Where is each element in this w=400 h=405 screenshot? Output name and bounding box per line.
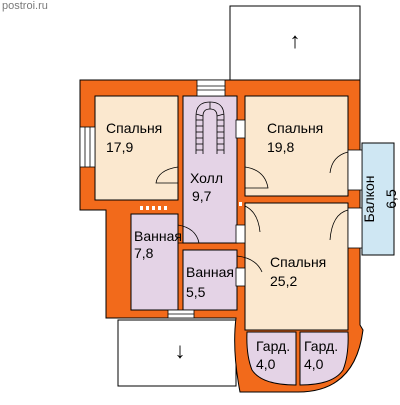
bedroom-2-label: Спальня xyxy=(267,120,323,136)
bathroom-1-area: 7,8 xyxy=(134,245,154,261)
room-bedroom-2 xyxy=(244,95,349,197)
wardrobe-1-area: 4,0 xyxy=(256,356,276,372)
hall-area: 9,7 xyxy=(192,188,212,204)
lower-porch xyxy=(117,319,237,387)
door-swings xyxy=(155,151,349,273)
bathroom-1-label: Ванная xyxy=(134,228,182,244)
room-wardrobe-1 xyxy=(246,331,297,386)
down-arrow: ↓ xyxy=(175,338,186,363)
upper-terrace xyxy=(229,5,361,87)
room-bathroom-2 xyxy=(182,249,238,311)
wardrobe-2-area: 4,0 xyxy=(304,356,324,372)
watermark: postroi.ru xyxy=(2,0,48,12)
vent-marks xyxy=(140,202,242,210)
room-hall xyxy=(182,95,238,244)
balcony xyxy=(361,142,395,256)
room-bathroom-1 xyxy=(130,213,179,311)
room-bedroom-3 xyxy=(244,202,349,331)
bedroom-1-label: Спальня xyxy=(106,120,162,136)
up-arrow: ↑ xyxy=(290,28,301,53)
bathroom-2-area: 5,5 xyxy=(186,284,206,300)
wardrobe-1-label: Гард. xyxy=(256,338,290,354)
balcony-area: 6,5 xyxy=(383,189,399,209)
bathroom-2-label: Ванная xyxy=(186,264,234,280)
bedroom-1-area: 17,9 xyxy=(106,139,133,155)
bedroom-3-label: Спальня xyxy=(270,254,326,270)
bedroom-3-area: 25,2 xyxy=(270,273,297,289)
staircase xyxy=(195,101,225,154)
bedroom-2-area: 19,8 xyxy=(267,139,294,155)
room-wardrobe-2 xyxy=(299,331,349,386)
hall-label: Холл xyxy=(190,170,223,186)
windows xyxy=(79,79,363,319)
wardrobe-2-label: Гард. xyxy=(304,338,338,354)
balcony-label: Балкон xyxy=(361,176,377,223)
